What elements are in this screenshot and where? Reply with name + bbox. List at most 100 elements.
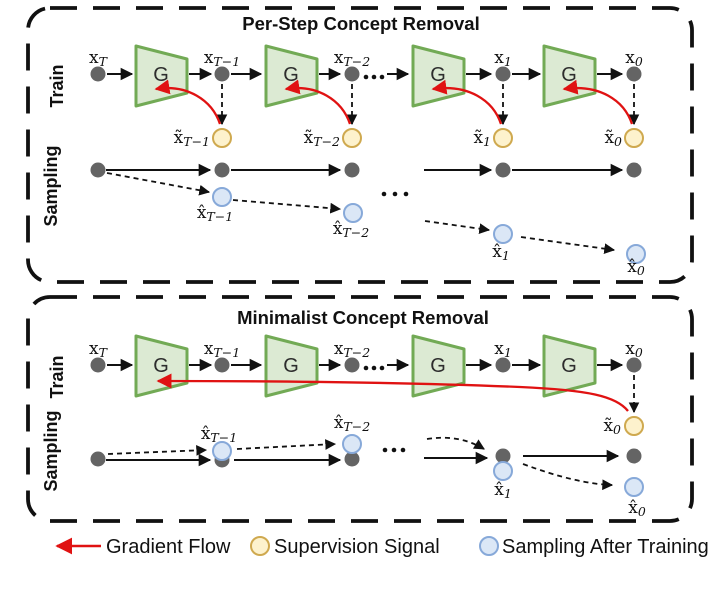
- sampled-node: [212, 441, 232, 461]
- svg-text:x0: x0: [625, 339, 643, 360]
- state-node: [90, 451, 106, 467]
- legend: Gradient Flow Supervision Signal Samplin…: [55, 536, 709, 558]
- svg-text:x̂T−1: x̂T−1: [201, 424, 237, 445]
- generator-label: G: [561, 355, 577, 377]
- svg-text:xT: xT: [89, 48, 109, 69]
- generator-label: G: [430, 355, 446, 377]
- sampling-dashed-arrows: [106, 172, 616, 255]
- svg-text:x̃0: x̃0: [603, 416, 621, 437]
- svg-text:x̂1: x̂1: [492, 242, 510, 263]
- generator-blocks: G G G G: [134, 44, 597, 108]
- sampled-node: [493, 461, 513, 481]
- ellipsis-dots: [382, 447, 406, 453]
- generator-block: [542, 334, 597, 398]
- state-node: [626, 66, 642, 82]
- svg-text:xT: xT: [89, 339, 109, 360]
- per-step-sampling-label: Sampling: [41, 145, 61, 226]
- state-node: [344, 357, 360, 373]
- state-node: [626, 357, 642, 373]
- svg-text:x̃1: x̃1: [473, 128, 491, 149]
- supervision-drop-arrows: [216, 84, 640, 126]
- generator-block: [134, 44, 189, 108]
- supervision-node: [624, 128, 644, 148]
- state-node: [90, 162, 106, 178]
- state-node: [344, 66, 360, 82]
- generator-label: G: [153, 64, 169, 86]
- legend-sampling-label: Sampling After Training: [502, 536, 709, 558]
- svg-text:xT−1: xT−1: [204, 339, 240, 360]
- supervision-node: [493, 128, 513, 148]
- supervision-node: [212, 128, 232, 148]
- state-node: [90, 357, 106, 373]
- generator-label: G: [153, 355, 169, 377]
- train-state-nodes: [90, 66, 642, 82]
- minimalist-sampling-row: x̂T−1 x̂T−2 x̂1 x̂0: [90, 413, 646, 519]
- gradient-flow-arrows: [154, 79, 634, 125]
- svg-text:x̂0: x̂0: [628, 498, 646, 519]
- ellipsis-dots: [363, 74, 385, 80]
- per-step-sampling-row: x̂T−1 x̂T−2 x̂1 x̂0: [90, 162, 646, 278]
- minimalist-train-label: Train: [47, 355, 67, 398]
- generator-block: [542, 44, 597, 108]
- svg-text:x̂1: x̂1: [494, 480, 512, 501]
- per-step-train-label: Train: [47, 64, 67, 107]
- state-node: [495, 162, 511, 178]
- sampled-node: [624, 477, 644, 497]
- generator-label: G: [561, 64, 577, 86]
- svg-text:x̃T−1: x̃T−1: [174, 128, 210, 149]
- minimalist-title: Minimalist Concept Removal: [237, 307, 489, 328]
- svg-text:x̂0: x̂0: [627, 257, 645, 278]
- train-state-labels: xT xT−1 xT−2 x1 x0: [89, 48, 643, 69]
- minimalist-sampling-label: Sampling: [41, 410, 61, 491]
- gradient-flow-arrow-long: [156, 373, 629, 412]
- svg-text:xT−1: xT−1: [204, 48, 240, 69]
- svg-text:x1: x1: [494, 339, 512, 360]
- supervision-node: [624, 416, 644, 436]
- svg-text:xT−2: xT−2: [334, 48, 370, 69]
- sampling-legend-swatch: [479, 536, 499, 556]
- supervision-legend-swatch: [250, 536, 270, 556]
- state-node: [90, 66, 106, 82]
- per-step-box-border: [26, 6, 694, 284]
- legend-gradient-flow-label: Gradient Flow: [106, 536, 231, 558]
- sampling-dashed-arrows: [107, 436, 614, 491]
- svg-text:x̃T−2: x̃T−2: [304, 128, 340, 149]
- train-state-labels: xT xT−1 xT−2 x1 x0: [89, 339, 643, 360]
- svg-text:x̂T−1: x̂T−1: [197, 203, 233, 224]
- state-node: [495, 448, 511, 464]
- generator-label: G: [283, 355, 299, 377]
- generator-block: [411, 334, 466, 398]
- minimalist-box-border: [26, 295, 694, 523]
- supervision-nodes: x̃T−1 x̃T−2 x̃1 x̃0: [174, 128, 644, 149]
- svg-text:x̂T−2: x̂T−2: [333, 219, 369, 240]
- state-node: [626, 448, 642, 464]
- svg-text:x̂T−2: x̂T−2: [334, 413, 370, 434]
- svg-text:xT−2: xT−2: [334, 339, 370, 360]
- generator-block: [411, 44, 466, 108]
- ellipsis-dots: [381, 191, 409, 197]
- panel-minimalist: Minimalist Concept Removal Train Samplin…: [26, 295, 694, 523]
- per-step-title: Per-Step Concept Removal: [242, 13, 479, 34]
- supervision-node: [342, 128, 362, 148]
- state-node: [495, 357, 511, 373]
- panel-per-step: Per-Step Concept Removal Train Sampling …: [26, 6, 694, 284]
- state-node: [214, 162, 230, 178]
- sampled-node: [493, 224, 513, 244]
- generator-label: G: [430, 64, 446, 86]
- state-node: [214, 357, 230, 373]
- generator-label: G: [283, 64, 299, 86]
- sampled-node: [626, 244, 646, 264]
- sampled-node: [212, 187, 232, 207]
- state-node: [214, 66, 230, 82]
- ellipsis-dots: [363, 365, 385, 371]
- svg-text:x̃0: x̃0: [604, 128, 622, 149]
- svg-text:x1: x1: [494, 48, 512, 69]
- svg-text:x0: x0: [625, 48, 643, 69]
- train-state-nodes: [90, 357, 642, 373]
- sampled-node: [342, 434, 362, 454]
- state-node: [344, 451, 360, 467]
- generator-block: [264, 44, 319, 108]
- state-node: [495, 66, 511, 82]
